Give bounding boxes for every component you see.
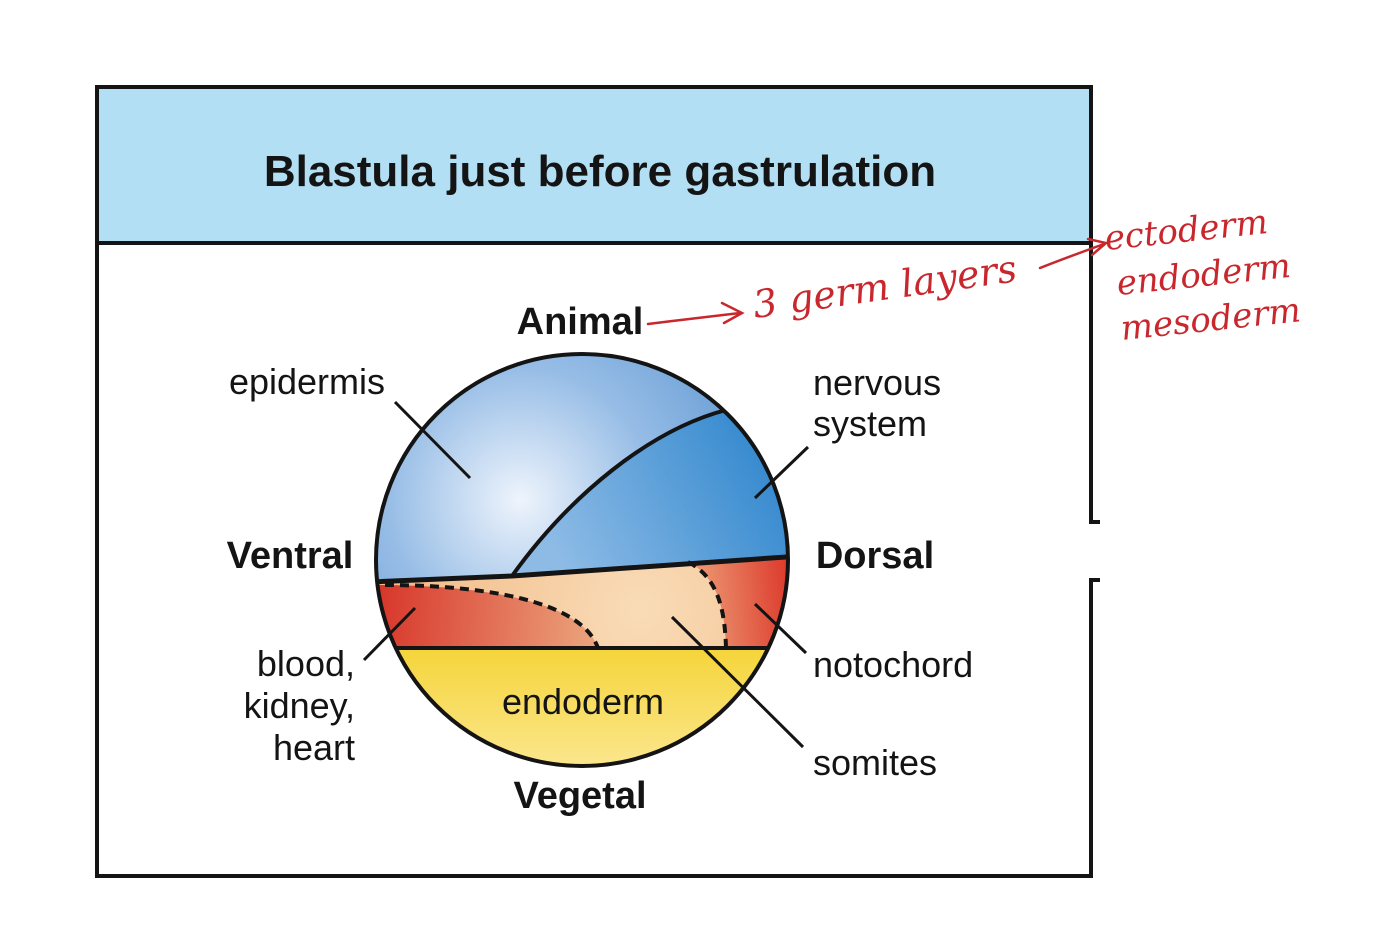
heart-label: heart — [273, 727, 355, 768]
leader-lines — [362, 400, 810, 749]
nervous-label: nervous — [813, 362, 941, 403]
ventral-mesoderm-region — [376, 585, 598, 648]
title-band — [97, 87, 1091, 243]
sphere-outline — [374, 352, 790, 768]
epidermis-label: epidermis — [229, 361, 385, 402]
frame-outline — [95, 85, 1093, 878]
system-label: system — [813, 403, 927, 444]
nervous-system-leader — [753, 445, 810, 500]
somites-label: somites — [813, 742, 937, 783]
epidermis-leader — [393, 400, 472, 480]
somite-dashed-boundary — [687, 560, 728, 649]
figure-title: Blastula just before gastrulation — [264, 147, 936, 196]
dorsal-label: Dorsal — [816, 535, 934, 577]
blood-kidney-heart-leader — [362, 606, 417, 662]
somites-leader — [670, 615, 805, 749]
ventral-label: Ventral — [227, 535, 354, 577]
germ-layers-note: 3 germ layers — [750, 246, 1019, 327]
animal-pole-label: Animal — [517, 301, 644, 343]
hand-arrow-1 — [646, 301, 745, 326]
vegetal-pole-label: Vegetal — [513, 775, 646, 817]
notochord-leader — [753, 602, 808, 655]
blood-label: blood, — [257, 643, 355, 684]
neural-boundary — [510, 408, 727, 578]
notochord-region — [688, 556, 788, 648]
hand-arrow-2 — [1038, 237, 1109, 270]
notochord-label: notochord — [813, 644, 973, 685]
endoderm-label: endoderm — [502, 681, 664, 722]
ectoderm-mesoderm-boundary — [376, 553, 788, 585]
ventral-dashed-boundary — [384, 583, 600, 649]
figure-frame — [95, 85, 1100, 878]
kidney-label: kidney, — [244, 685, 355, 726]
